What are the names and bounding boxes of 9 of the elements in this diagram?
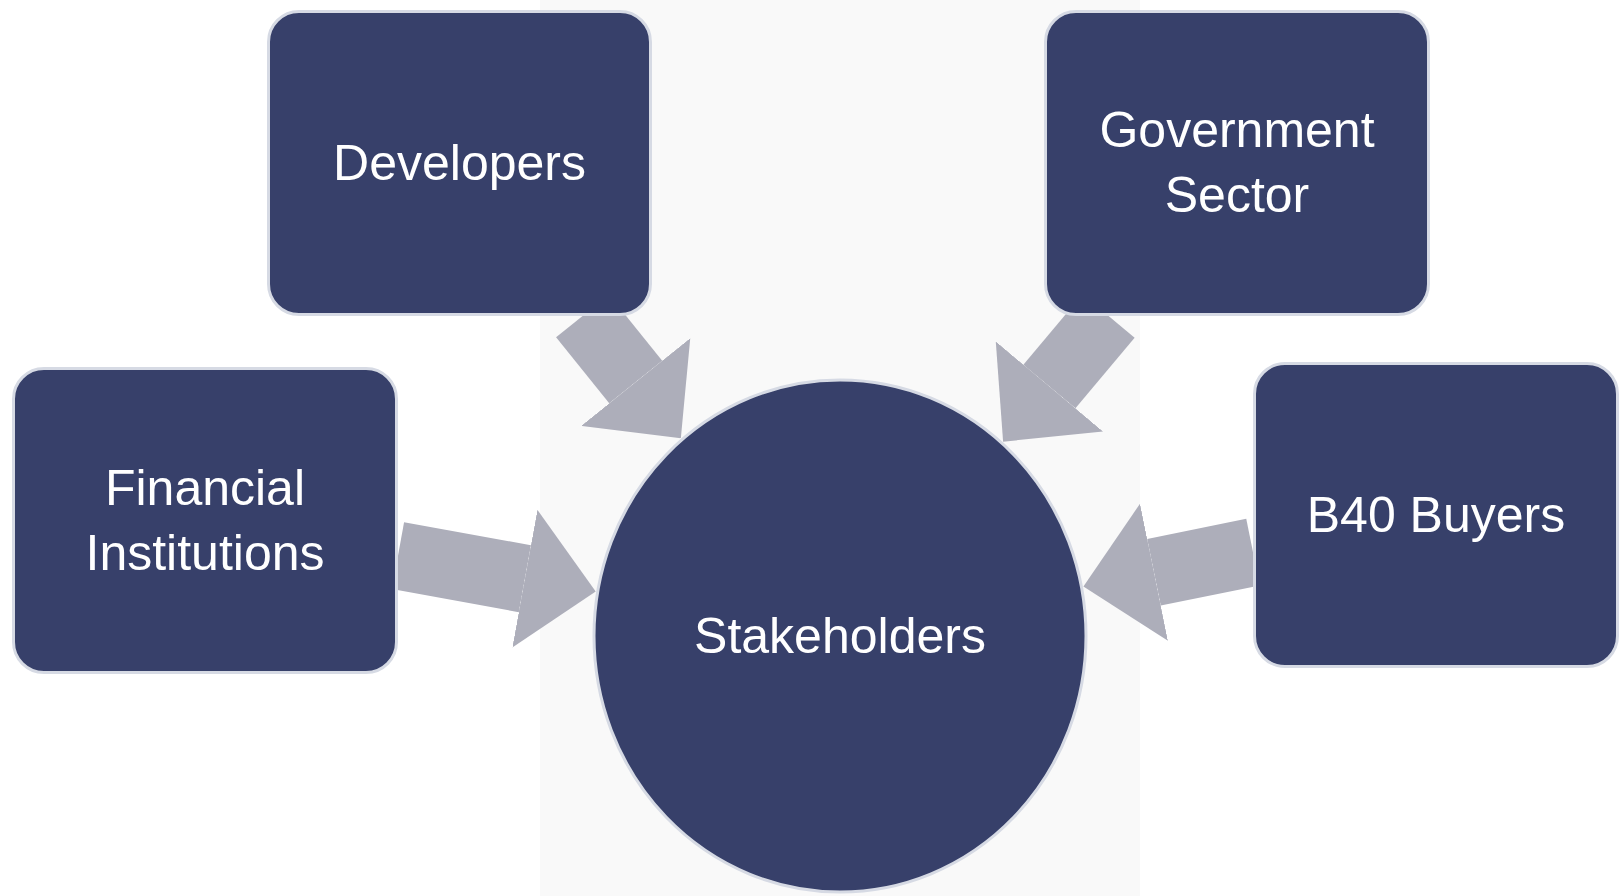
node-label: B40 Buyers <box>1305 485 1567 545</box>
node-label: Government Sector <box>1098 101 1376 225</box>
node-box <box>1253 362 1619 668</box>
node-box <box>267 10 652 316</box>
node-label: Financial Institutions <box>84 458 326 583</box>
node-box <box>1044 10 1430 316</box>
node-label: Developers <box>332 133 587 193</box>
node-label: Stakeholders <box>693 606 987 666</box>
node-box <box>12 367 398 674</box>
